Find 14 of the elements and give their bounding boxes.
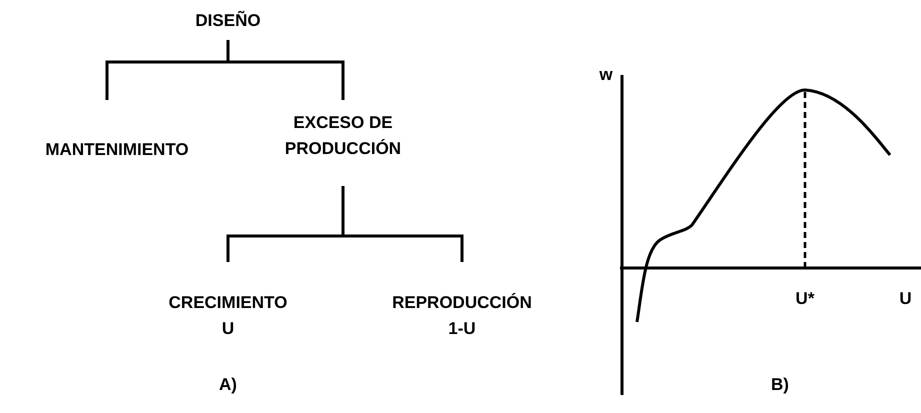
node-label: MANTENIMIENTO [45,139,189,161]
node-label: REPRODUCCIÓN [392,292,532,314]
node-label: U [222,318,234,340]
node-label: DISEÑO [195,10,261,32]
tree-connector [342,186,464,262]
axis-label: w [598,64,614,86]
node-label: 1-U [448,318,476,340]
axis-label: U* [794,288,816,310]
axis-label: A) [218,374,238,396]
tree-connector [226,40,344,100]
axis-label: B) [770,374,790,396]
axis-label: U [898,288,913,310]
node-label: EXCESO DE PRODUCCIÓN [284,112,402,160]
node-label: CRECIMIENTO [168,292,288,314]
